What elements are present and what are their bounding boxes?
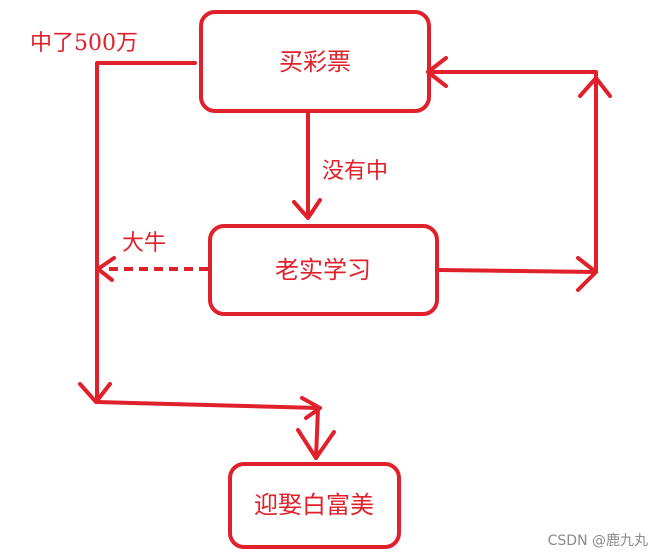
edge-success-arrowhead: [96, 256, 116, 282]
edge-win-line: [95, 61, 197, 402]
watermark: CSDN @鹿九丸: [547, 533, 648, 549]
edge-success-label: 大牛: [122, 231, 166, 256]
edge-win-label: 中了500万: [30, 31, 138, 56]
edge-to-marry-arrowhead-1: [300, 396, 322, 420]
edge-loop-arrowhead-up: [578, 76, 612, 98]
edge-loop-arrowhead-left: [426, 56, 448, 88]
node-marry: [228, 462, 401, 549]
edge-to-marry-line: [95, 400, 320, 460]
node-marry-label: 迎娶白富美: [254, 491, 374, 519]
edge-loop-arrowhead-right: [576, 256, 598, 292]
node-buy-lottery: [199, 10, 431, 113]
edge-lose-label: 没有中: [322, 159, 388, 184]
edge-lose-arrowhead: [292, 198, 322, 220]
node-study-label: 老实学习: [275, 256, 371, 284]
edge-to-marry-arrowhead-2: [296, 428, 336, 460]
node-buy-lottery-label: 买彩票: [279, 48, 351, 76]
edge-loop-line: [427, 70, 598, 274]
